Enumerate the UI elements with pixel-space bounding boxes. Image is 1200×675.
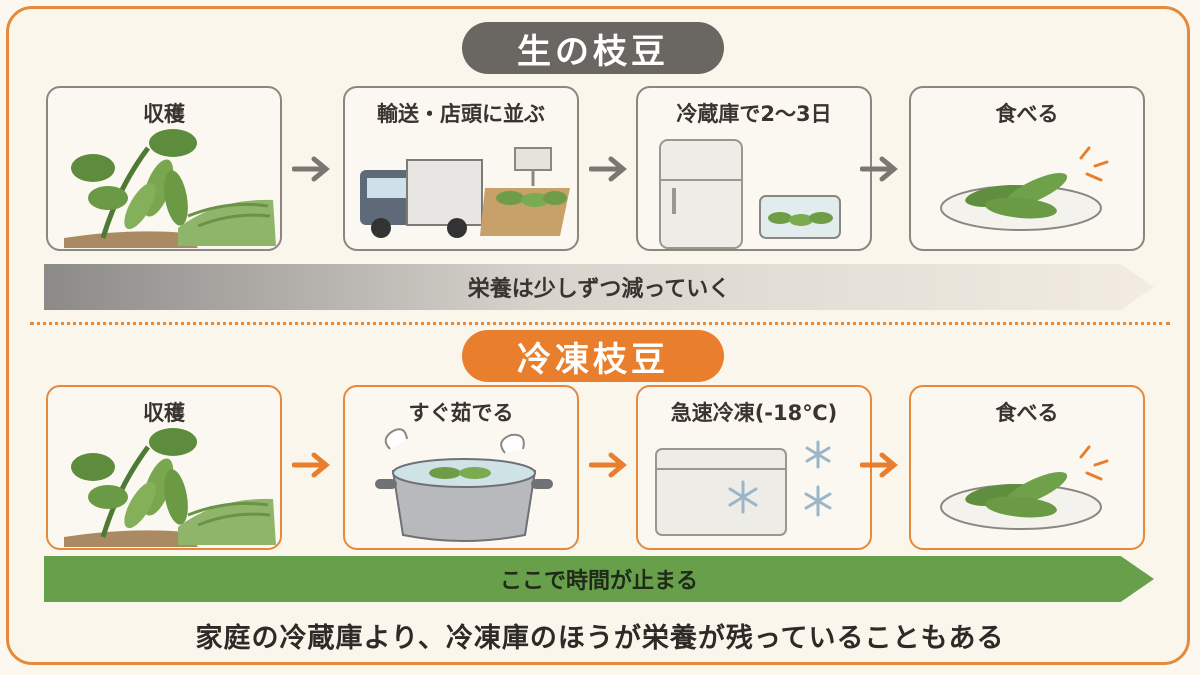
- frozen-step-eat-label: 食べる: [995, 401, 1059, 425]
- frozen-step-harvest-card: 収穫: [46, 385, 282, 550]
- plate-of-edamame-icon: [940, 445, 1109, 530]
- footer-note: 家庭の冷蔵庫より、冷凍庫のほうが栄養が残っていることもある: [195, 623, 1005, 654]
- fresh-step-harvest-label: 収穫: [143, 102, 185, 126]
- fresh-nutrient-band: 栄養は少しずつ減っていく: [44, 264, 1154, 310]
- fresh-step-fridge-card: 冷蔵庫で2〜3日: [636, 86, 872, 251]
- boiling-pot-icon: [375, 428, 553, 542]
- arrow-icon: [292, 452, 330, 478]
- frozen-step-eat-card: 食べる: [909, 385, 1145, 550]
- arrow-icon: [860, 156, 898, 182]
- fresh-step-eat-card: 食べる: [909, 86, 1145, 251]
- frozen-step-boil-label: すぐ茹でる: [408, 401, 514, 425]
- frozen-step-freeze-card: 急速冷凍(-18℃): [636, 385, 872, 550]
- fresh-step-eat-label: 食べる: [995, 102, 1059, 126]
- arrow-icon: [860, 452, 898, 478]
- fresh-step-harvest-card: 収穫: [46, 86, 282, 251]
- plate-of-edamame-icon: [940, 146, 1109, 231]
- fresh-edamame-header: 生の枝豆: [462, 22, 724, 74]
- fresh-step-transport-label: 輸送・店頭に並ぶ: [377, 102, 545, 126]
- frozen-step-freeze-label: 急速冷凍(-18℃): [670, 401, 838, 425]
- arrow-icon: [589, 156, 627, 182]
- section-divider: [30, 322, 1170, 325]
- frozen-time-stops-band: ここで時間が止まる: [44, 556, 1154, 602]
- frozen-step-boil-card: すぐ茹でる: [343, 385, 579, 550]
- refrigerator-icon: [659, 139, 841, 249]
- fresh-step-transport-card: 輸送・店頭に並ぶ: [343, 86, 579, 251]
- harvest-plant-icon: [64, 129, 276, 248]
- harvest-plant-icon: [64, 428, 276, 547]
- freezer-icon: [655, 440, 832, 536]
- frozen-step-harvest-label: 収穫: [143, 401, 185, 425]
- frozen-edamame-header: 冷凍枝豆: [462, 330, 724, 382]
- truck-and-crate-icon: [360, 147, 570, 238]
- fresh-step-fridge-label: 冷蔵庫で2〜3日: [676, 102, 832, 126]
- arrow-icon: [292, 156, 330, 182]
- arrow-icon: [589, 452, 627, 478]
